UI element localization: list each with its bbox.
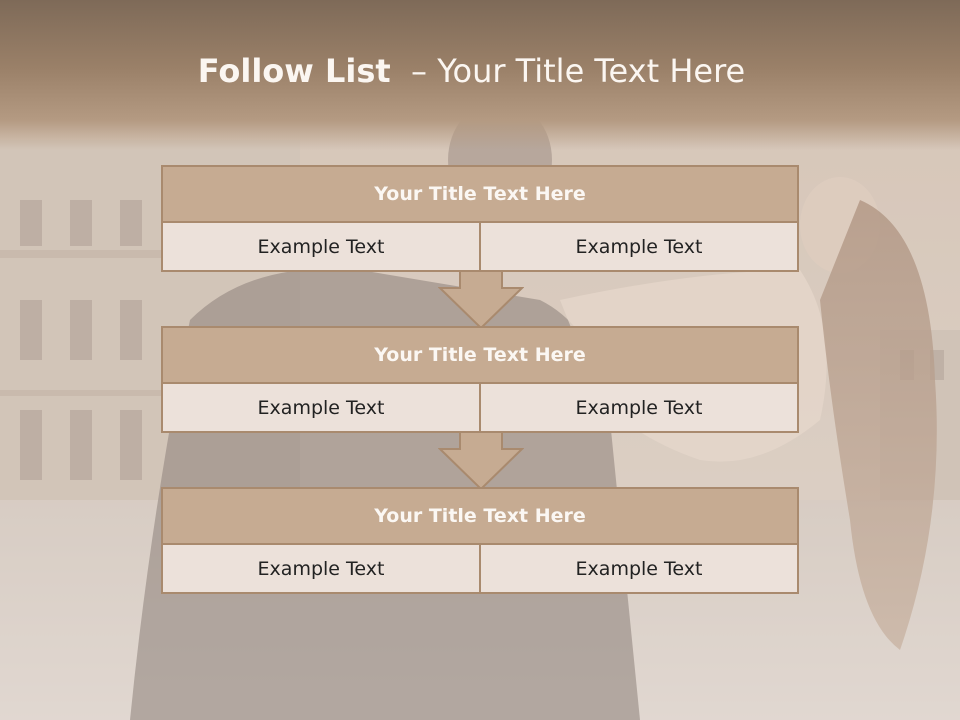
slide-title-bold: Follow List: [197, 52, 391, 90]
title-band: [0, 0, 960, 150]
down-arrow-icon: [438, 270, 524, 330]
step-box-3: Your Title Text Here Example Text Exampl…: [161, 487, 799, 594]
step-row-1: Example Text Example Text: [163, 223, 797, 270]
step-title-2: Your Title Text Here: [163, 328, 797, 384]
step-row-2: Example Text Example Text: [163, 384, 797, 431]
step-title-1: Your Title Text Here: [163, 167, 797, 223]
step-cell-left-1: Example Text: [163, 223, 479, 270]
step-cell-left-3: Example Text: [163, 545, 479, 592]
step-box-2: Your Title Text Here Example Text Exampl…: [161, 326, 799, 433]
slide-title: Follow List – Your Title Text Here: [0, 52, 943, 90]
step-title-3: Your Title Text Here: [163, 489, 797, 545]
step-cell-right-2: Example Text: [479, 384, 797, 431]
step-cell-left-2: Example Text: [163, 384, 479, 431]
step-box-1: Your Title Text Here Example Text Exampl…: [161, 165, 799, 272]
step-cell-right-3: Example Text: [479, 545, 797, 592]
step-cell-right-1: Example Text: [479, 223, 797, 270]
slide-title-rest: – Your Title Text Here: [390, 52, 746, 90]
step-row-3: Example Text Example Text: [163, 545, 797, 592]
down-arrow-icon: [438, 431, 524, 491]
